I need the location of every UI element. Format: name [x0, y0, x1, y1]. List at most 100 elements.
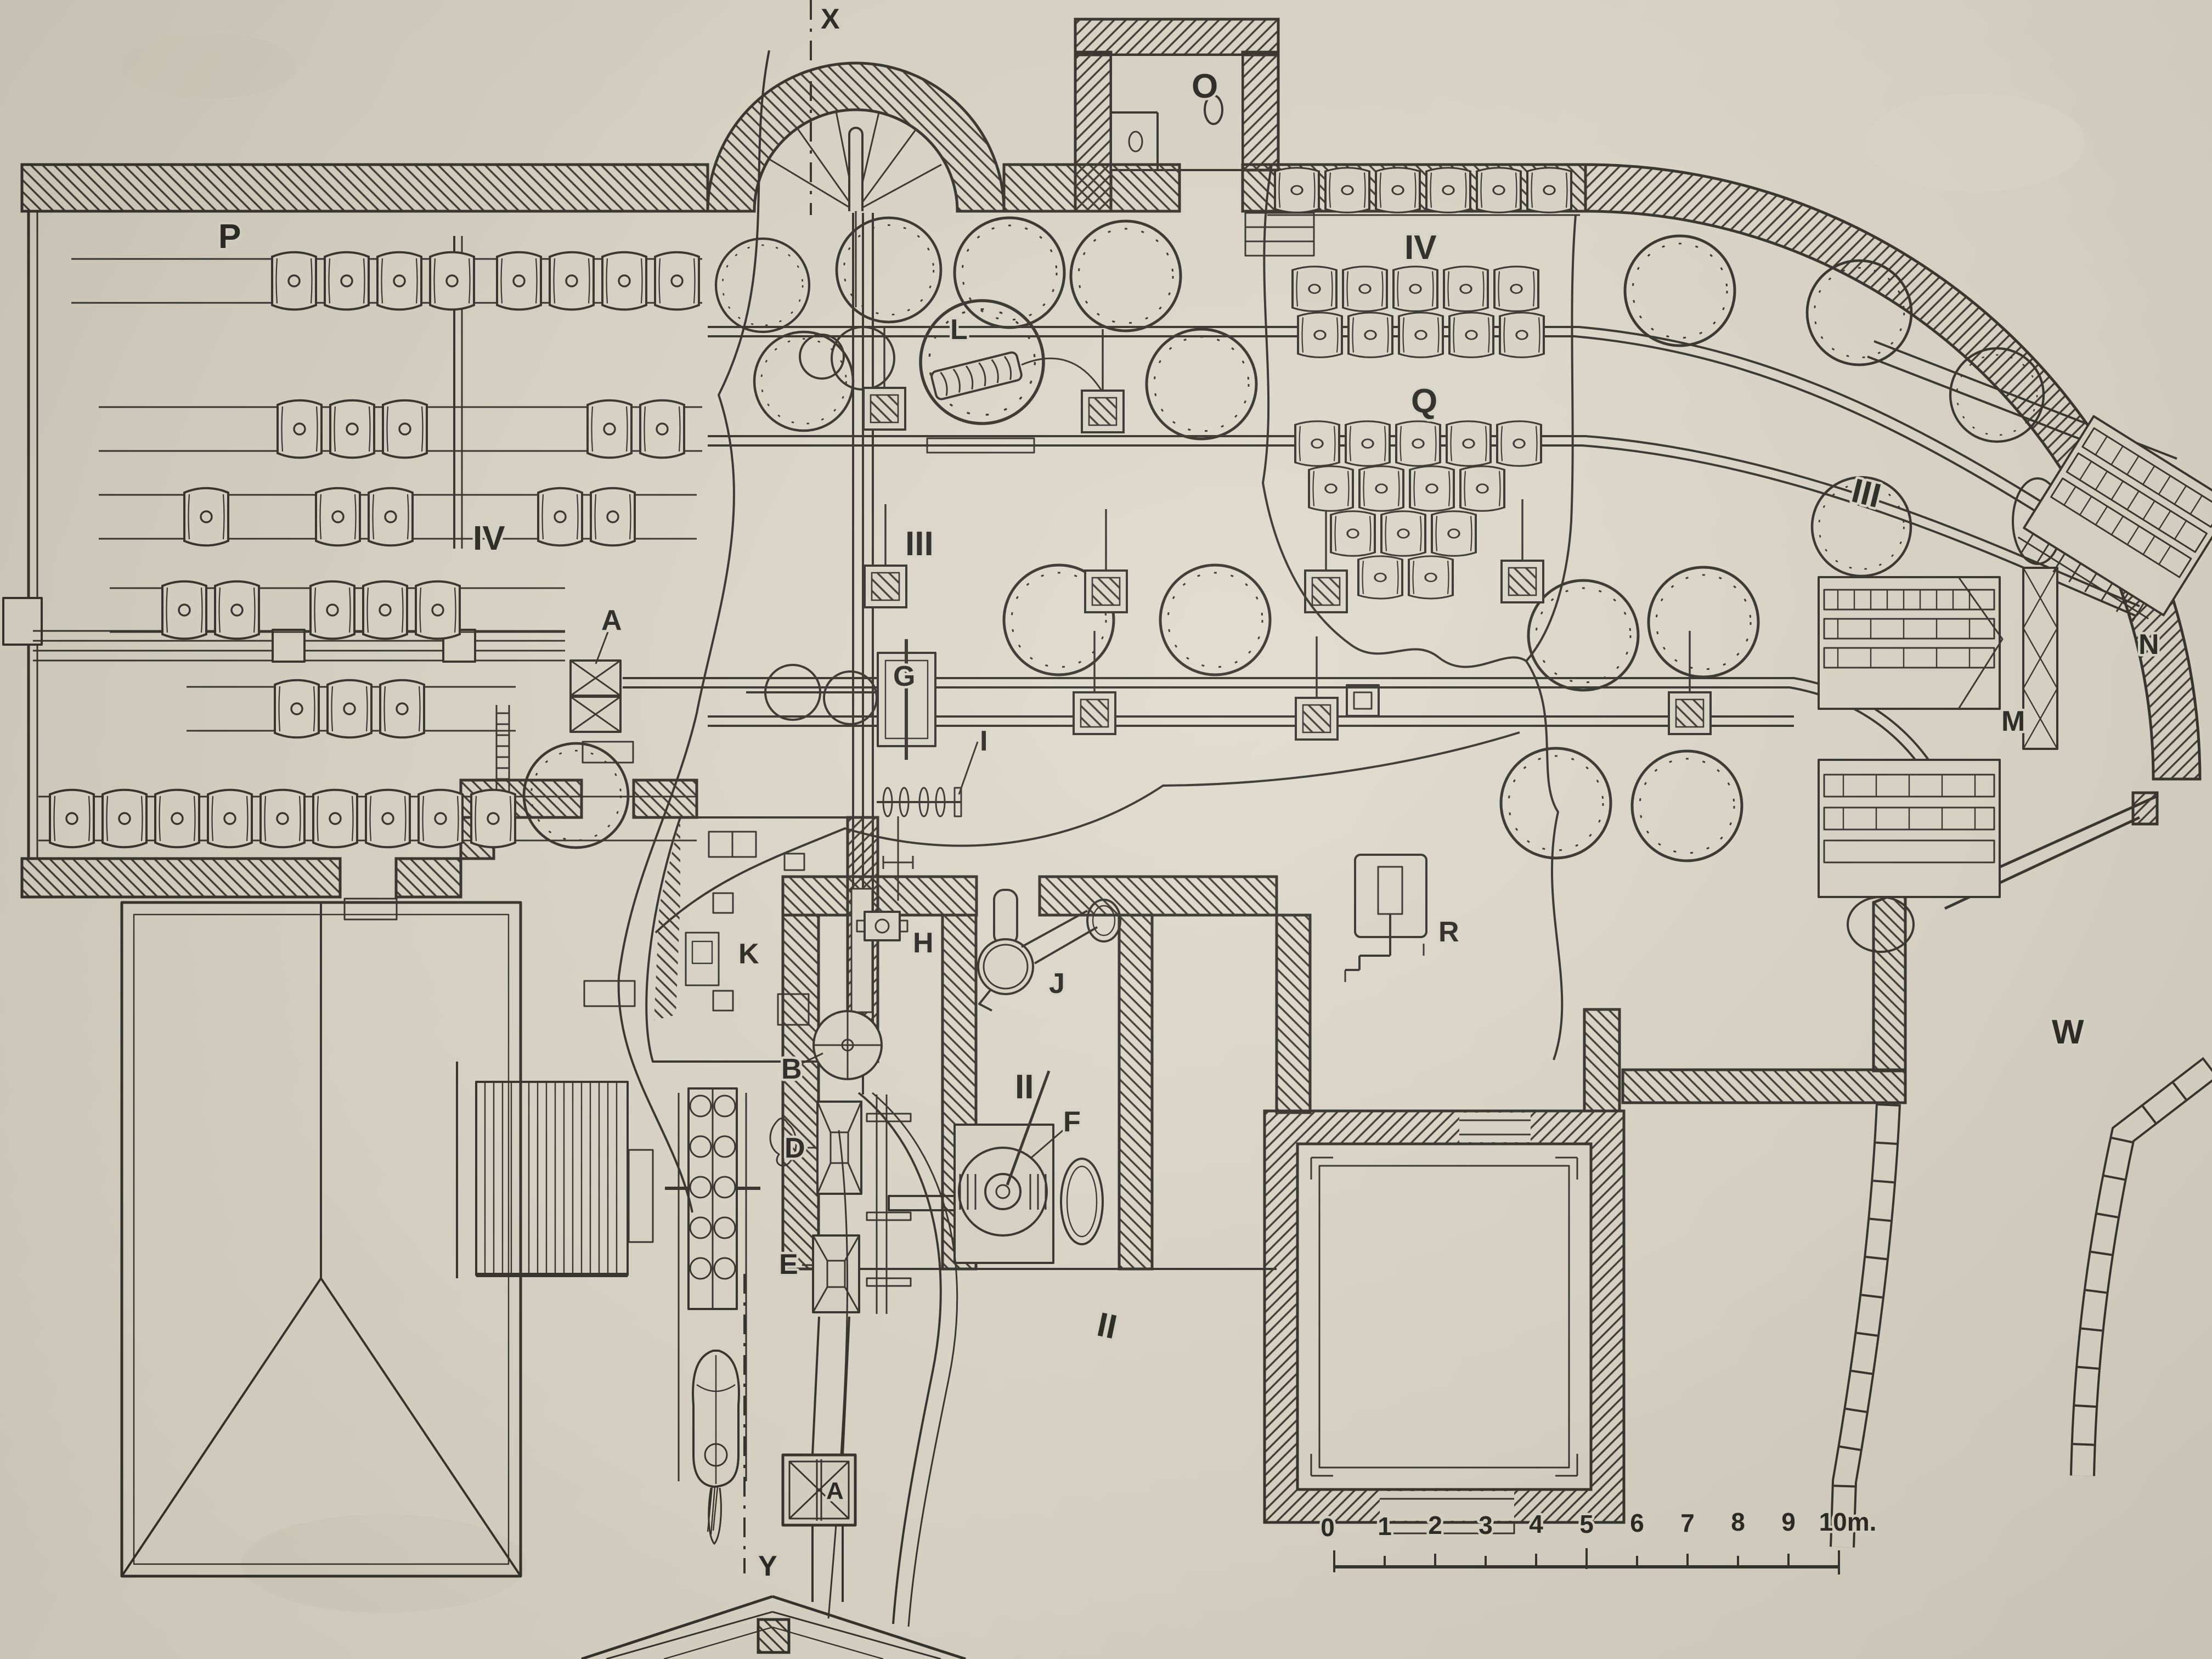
fence-right	[2070, 1057, 2212, 1476]
barrel	[470, 788, 516, 849]
bench	[583, 980, 636, 1007]
barrel	[1347, 311, 1393, 359]
barrel	[1291, 265, 1338, 313]
barrel	[1324, 166, 1370, 214]
barrel	[1408, 555, 1454, 600]
label-d: D	[785, 1132, 805, 1164]
yard-fences	[1830, 1057, 2212, 1548]
barrel	[549, 251, 595, 311]
spout	[978, 989, 992, 1012]
barrel	[362, 580, 408, 640]
barrel	[1476, 166, 1522, 214]
label-e: E	[779, 1249, 798, 1280]
label-h: H	[913, 927, 934, 959]
barrel	[1496, 420, 1542, 467]
label-k: K	[738, 938, 759, 970]
barrel	[259, 788, 306, 849]
label-f: F	[1063, 1106, 1081, 1138]
machine-j	[977, 889, 1121, 1012]
label-m: M	[2001, 706, 2025, 737]
barrel	[537, 487, 583, 547]
barrel-row-2	[99, 399, 702, 459]
fence-left	[1830, 1103, 1901, 1548]
machine-n-press	[2017, 415, 2212, 622]
rack-rails-band	[33, 629, 565, 663]
barrel	[154, 788, 200, 849]
label-y: Y	[758, 1550, 777, 1582]
pillar	[1668, 630, 1712, 735]
scale-tick-label: 7	[1680, 1509, 1695, 1537]
bottom-track	[811, 1316, 850, 1602]
label-b: B	[781, 1053, 802, 1085]
comb-feet	[2017, 533, 2149, 622]
barrel	[183, 487, 229, 547]
machine-b	[802, 1010, 883, 1080]
label-leader	[958, 741, 979, 795]
label-iii-center: III	[905, 525, 934, 563]
vat	[1160, 565, 1270, 675]
pillar	[864, 503, 907, 608]
pillar	[1500, 498, 1544, 603]
label-q: Q	[1411, 382, 1437, 420]
barrel-row-5	[187, 679, 516, 739]
slat-grate	[456, 1062, 654, 1278]
scale-tick-label: 2	[1428, 1511, 1442, 1539]
spiral-staircase	[753, 109, 958, 307]
scale-tick-label: 9	[1781, 1508, 1796, 1536]
machine-i	[877, 741, 979, 901]
barrel	[1398, 311, 1444, 359]
vat	[1501, 748, 1611, 858]
chute	[628, 1149, 654, 1243]
hopper-e	[802, 1234, 860, 1313]
barrel	[368, 487, 414, 547]
barrel	[376, 251, 422, 311]
label-iv-left: IV	[473, 520, 505, 557]
pillar	[862, 325, 906, 431]
belt-line	[1021, 357, 1103, 391]
torn-edge-q	[1262, 164, 1577, 668]
ii-wall-strip-3	[1118, 913, 1154, 1271]
k-door	[850, 888, 873, 1013]
section-lines	[743, 0, 812, 1573]
chimney	[757, 1618, 791, 1654]
barrel-row-1	[71, 251, 702, 311]
label-leader	[595, 631, 609, 664]
barrel	[329, 399, 375, 459]
scale-tick-label: 6	[1630, 1509, 1644, 1537]
label-leader	[802, 1052, 823, 1064]
barrel	[601, 251, 647, 311]
left-bottom-wall-a1	[20, 857, 342, 899]
torn-edge-diagonal	[654, 731, 1520, 934]
barrel	[1425, 166, 1471, 214]
scale-tick-label: 10m.	[1819, 1508, 1877, 1536]
barrel	[1380, 510, 1426, 557]
bench	[926, 437, 1035, 454]
barrel	[1493, 265, 1539, 313]
torn-edge-left	[617, 50, 770, 1213]
barrel	[1357, 555, 1403, 600]
pillar	[1073, 630, 1116, 735]
barrel	[1297, 311, 1343, 359]
barrel	[161, 580, 207, 640]
vat	[1632, 751, 1742, 861]
hips	[121, 1277, 522, 1577]
barrel	[1330, 510, 1376, 557]
sack-cart	[665, 1087, 760, 1481]
barrel	[1431, 510, 1477, 557]
label-i: I	[980, 725, 988, 757]
barrel	[271, 251, 317, 311]
big-hall	[1263, 1109, 1626, 1534]
k-furniture	[712, 990, 734, 1012]
barrel	[1308, 465, 1354, 512]
scale-bar: 0 1 2 3 4 5 6 7 8 9 10m.	[1318, 1505, 1879, 1575]
barrel	[312, 788, 358, 849]
top-wall-mid	[1002, 163, 1077, 213]
cart-shafts	[678, 1093, 747, 1481]
ii-wall-strip-4	[1275, 913, 1312, 1114]
label-x: X	[821, 3, 840, 35]
barrel	[326, 679, 373, 739]
machine-g	[746, 639, 936, 760]
barrel	[324, 251, 370, 311]
